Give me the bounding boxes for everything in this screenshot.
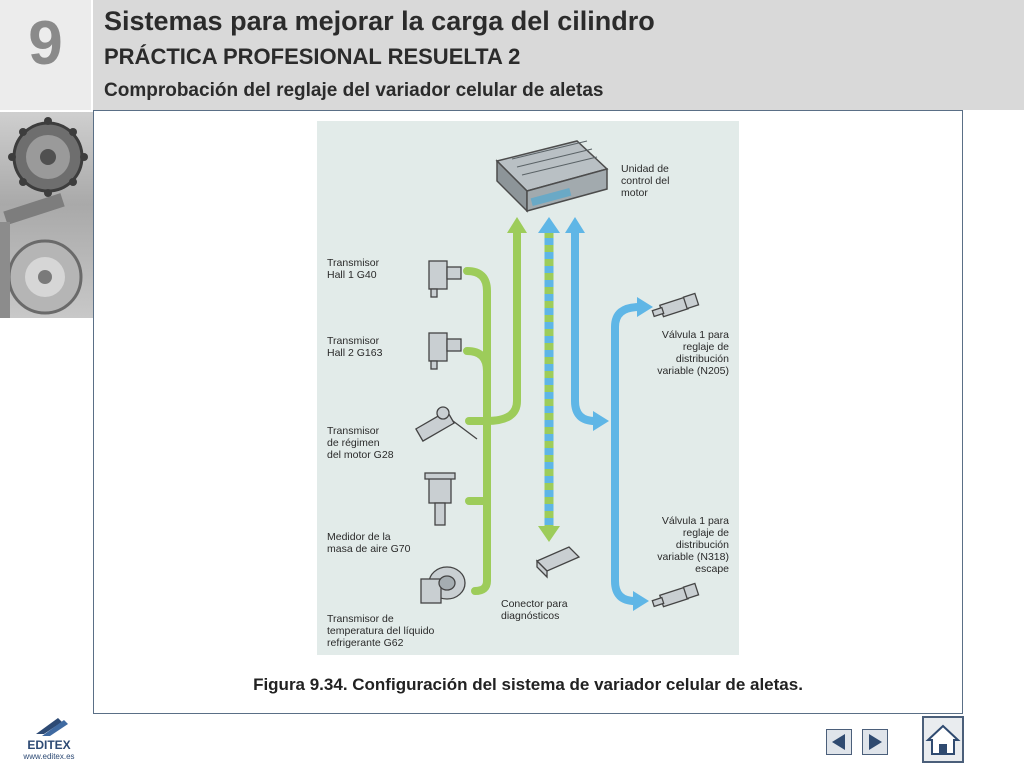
home-icon <box>925 724 961 755</box>
output-signal-lines <box>571 227 643 605</box>
valve-n205-icon <box>651 292 700 318</box>
label-air-mass-meter: Medidor de la masa de aire G70 <box>327 531 411 555</box>
diagnostic-bidirectional-line <box>538 217 560 542</box>
next-button[interactable] <box>862 729 888 755</box>
label-ecu: Unidad de control del motor <box>621 163 670 199</box>
header-bar: 9 Sistemas para mejorar la carga del cil… <box>0 0 1024 110</box>
coolant-temp-sensor-icon <box>420 566 466 604</box>
section-title: Comprobación del reglaje del variador ce… <box>104 80 604 101</box>
label-hall-2: Transmisor Hall 2 G163 <box>327 335 383 359</box>
rpm-sensor-icon <box>415 406 478 442</box>
label-rpm-sensor: Transmisor de régimen del motor G28 <box>327 425 394 461</box>
label-coolant-sensor: Transmisor de temperatura del líquido re… <box>327 613 435 649</box>
triangle-right-icon <box>869 734 882 750</box>
engine-gears-image <box>0 112 93 318</box>
label-valve-n318: Válvula 1 para reglaje de distribución v… <box>657 515 729 575</box>
air-mass-meter-icon <box>424 472 456 526</box>
triangle-left-icon <box>832 734 845 750</box>
page-title: Sistemas para mejorar la carga del cilin… <box>104 6 655 36</box>
home-button[interactable] <box>922 716 964 763</box>
diagnostic-connector-icon <box>535 546 581 579</box>
valve-n318-icon <box>651 582 700 608</box>
ecu-icon <box>495 140 609 213</box>
input-signal-lines <box>463 227 521 595</box>
system-diagram: Unidad de control del motor Transmisor H… <box>317 121 739 655</box>
label-valve-n205: Válvula 1 para reglaje de distribución v… <box>657 329 729 377</box>
output-arrow-heads <box>565 217 653 611</box>
page-subtitle: PRÁCTICA PROFESIONAL RESUELTA 2 <box>104 44 521 69</box>
logo-text: EDITEX <box>27 738 71 752</box>
hall-sensor-1-icon <box>428 260 462 298</box>
chapter-box: 9 <box>0 0 93 110</box>
logo-url: www.editex.es <box>23 752 75 761</box>
chapter-number: 9 <box>28 9 63 78</box>
figure-caption: Figura 9.34. Configuración del sistema d… <box>253 675 803 694</box>
input-arrow-head <box>507 217 527 233</box>
previous-button[interactable] <box>826 729 852 755</box>
label-hall-1: Transmisor Hall 1 G40 <box>327 257 380 281</box>
label-diagnostic-connector: Conector para diagnósticos <box>501 598 568 622</box>
hall-sensor-2-icon <box>428 332 462 370</box>
editex-logo: EDITEX www.editex.es <box>14 712 84 762</box>
